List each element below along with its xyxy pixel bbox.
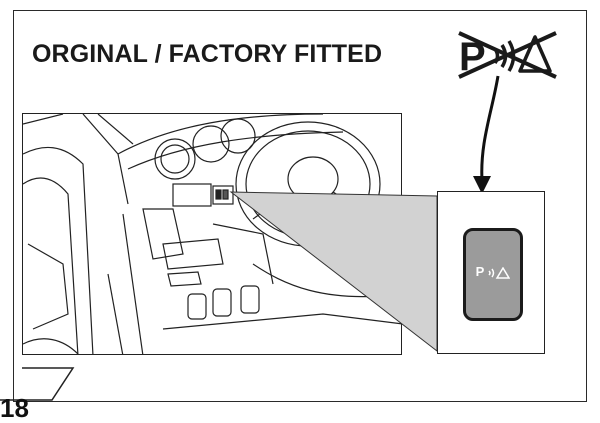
pointer-arrow-icon <box>470 72 510 202</box>
parking-sensor-switch[interactable]: P <box>463 228 523 321</box>
page-corner-tab <box>0 367 75 401</box>
switch-parking-letter: P <box>475 264 485 279</box>
page-frame <box>13 10 587 402</box>
page-title: ORGINAL / FACTORY FITTED <box>32 40 383 68</box>
page-number: 18 <box>0 393 29 423</box>
parking-sensor-icon <box>488 266 511 279</box>
switch-label: P <box>466 264 520 279</box>
crossed-parking-sensor-icon: P <box>455 27 560 87</box>
